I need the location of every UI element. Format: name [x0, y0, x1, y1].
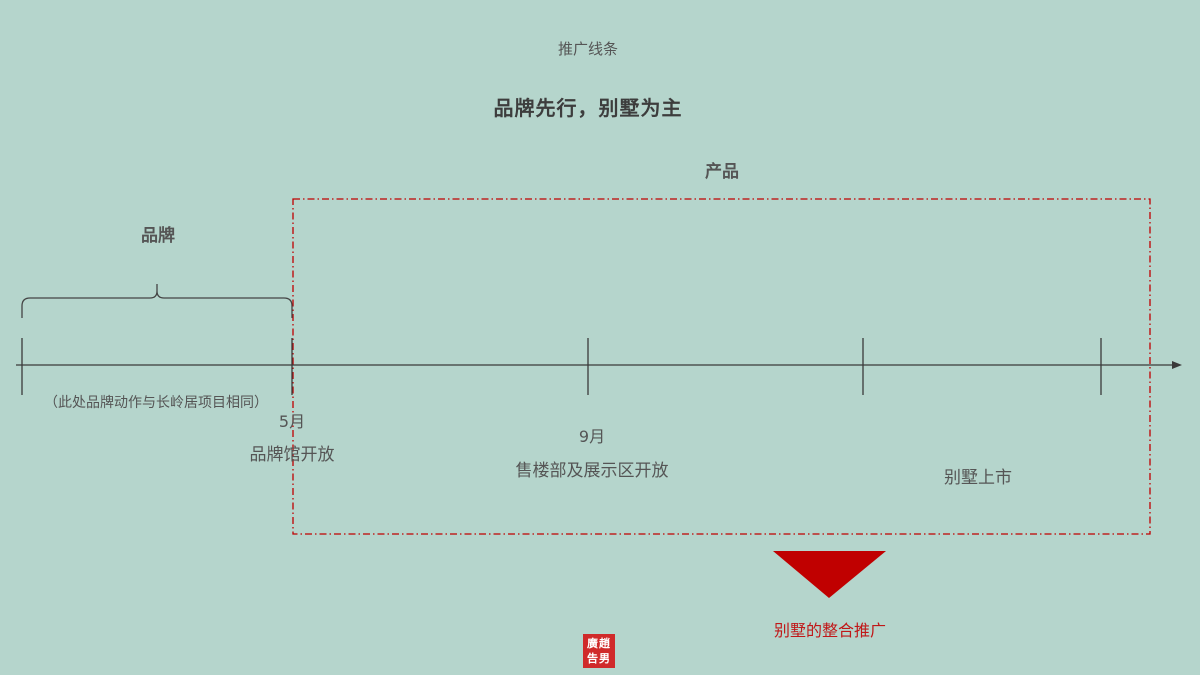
timeline-arrowhead: [1172, 361, 1182, 369]
milestone-date: 5月: [278, 412, 306, 431]
diagram-headline: 品牌先行，别墅为主: [493, 96, 683, 120]
brand-section-label: 品牌: [141, 226, 175, 246]
milestone-event: 别墅上市: [944, 468, 1012, 488]
callout-triangle: [773, 551, 886, 598]
product-section-label: 产品: [705, 162, 739, 182]
brand-brace: [21, 284, 293, 318]
milestone-event: 售楼部及展示区开放: [515, 461, 669, 481]
product-phase-frame: [292, 198, 1151, 535]
callout-caption: 别墅的整合推广: [773, 621, 886, 640]
brand-note: （此处品牌动作与长岭居项目相同）: [44, 395, 268, 411]
diagram-subtitle: 推广线条: [557, 40, 618, 58]
milestone-date: 9月: [578, 427, 606, 446]
milestone-event: 品牌馆开放: [249, 445, 335, 465]
logo-seal: 廣趙告男: [583, 634, 615, 668]
